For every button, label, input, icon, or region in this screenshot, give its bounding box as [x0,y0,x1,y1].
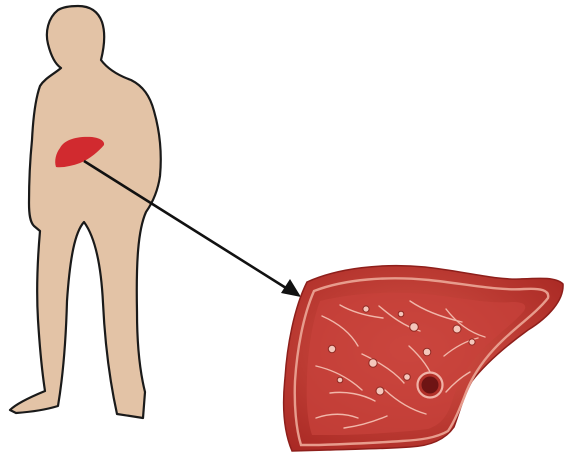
vessel-dot [369,359,377,367]
vessel-dot [453,325,461,333]
vessel-dot [398,311,404,317]
vessel-dot [328,345,335,352]
liver-cross-section [284,266,563,451]
vessel-dot [423,348,431,356]
vessel-dot [410,323,419,332]
vessel-dot [337,377,343,383]
vessel-dot [376,387,384,395]
vessel-dot [363,306,369,312]
vessel-dot [404,374,411,381]
liver-lesion [418,373,443,398]
human-silhouette [10,6,161,418]
vessel-dot [469,339,475,345]
